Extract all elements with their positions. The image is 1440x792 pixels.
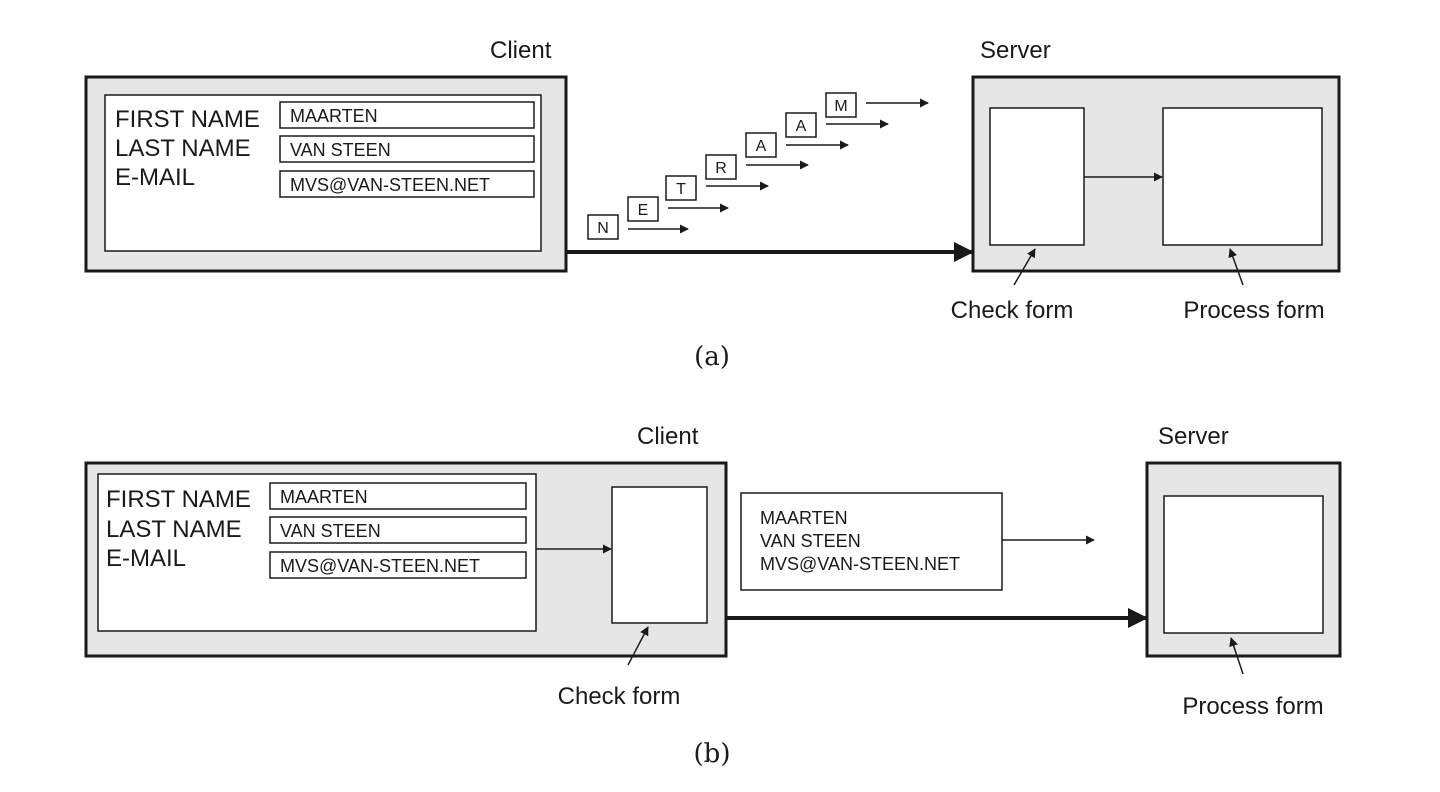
part-a: Client Server FIRST NAME LAST NAME E-MAI… bbox=[84, 37, 1341, 372]
check-form-label-a: Check form bbox=[951, 297, 1074, 324]
last-name-field bbox=[279, 135, 535, 163]
first-name-field bbox=[279, 101, 535, 129]
server-label-b: Server bbox=[1158, 423, 1229, 450]
email-field bbox=[269, 551, 527, 579]
process-form-pointer-a bbox=[1228, 248, 1244, 286]
process-form-label-a: Process form bbox=[1183, 297, 1324, 324]
last-name-field bbox=[269, 516, 527, 544]
form-label-last-name: LAST NAME bbox=[115, 135, 251, 162]
first-name-value: MAARTEN bbox=[290, 106, 378, 126]
char-letter: E bbox=[638, 202, 649, 219]
check-form-box-b bbox=[611, 486, 708, 624]
form-label-first-name: FIRST NAME bbox=[115, 106, 260, 133]
first-name-value: MAARTEN bbox=[280, 487, 368, 507]
process-form-label-b: Process form bbox=[1182, 693, 1323, 720]
caption-a: (a) bbox=[694, 342, 730, 372]
process-form-box-a bbox=[1162, 107, 1323, 246]
char-box bbox=[705, 154, 737, 180]
client-label-a: Client bbox=[490, 37, 552, 64]
char-box bbox=[785, 112, 817, 138]
character-stream: N E T R A A M bbox=[587, 92, 929, 240]
process-form-pointer-b bbox=[1229, 637, 1244, 675]
char-box bbox=[627, 196, 659, 222]
char-box bbox=[665, 175, 697, 201]
email-field bbox=[279, 170, 535, 198]
first-name-field bbox=[269, 482, 527, 510]
message-line: MAARTEN bbox=[760, 508, 848, 528]
char-box bbox=[587, 214, 619, 240]
char-letter: A bbox=[756, 138, 767, 155]
process-form-box-b bbox=[1163, 495, 1324, 634]
email-value: MVS@VAN-STEEN.NET bbox=[290, 175, 490, 195]
part-b: Client Server FIRST NAME LAST NAME E-MAI… bbox=[84, 423, 1342, 769]
form-data-message bbox=[740, 492, 1003, 591]
check-form-label-b: Check form bbox=[558, 683, 681, 710]
email-value: MVS@VAN-STEEN.NET bbox=[280, 556, 480, 576]
server-label-a: Server bbox=[980, 37, 1051, 64]
client-label-b: Client bbox=[637, 423, 699, 450]
last-name-value: VAN STEEN bbox=[280, 521, 381, 541]
char-letter: R bbox=[715, 160, 727, 177]
check-form-pointer-b bbox=[627, 626, 649, 666]
last-name-value: VAN STEEN bbox=[290, 140, 391, 160]
message-line: MVS@VAN-STEEN.NET bbox=[760, 554, 960, 574]
form-label-email: E-MAIL bbox=[115, 164, 195, 191]
form-label-first-name: FIRST NAME bbox=[106, 486, 251, 513]
char-letter: T bbox=[676, 181, 686, 198]
check-form-box-a bbox=[989, 107, 1085, 246]
char-box bbox=[825, 92, 857, 118]
caption-b: (b) bbox=[694, 739, 731, 769]
check-form-pointer-a bbox=[1013, 248, 1036, 286]
form-label-last-name: LAST NAME bbox=[106, 516, 242, 543]
char-letter: A bbox=[796, 118, 807, 135]
form-label-email: E-MAIL bbox=[106, 545, 186, 572]
message-line: VAN STEEN bbox=[760, 531, 861, 551]
char-letter: M bbox=[834, 98, 847, 115]
char-box bbox=[745, 132, 777, 158]
char-letter: N bbox=[597, 220, 609, 237]
